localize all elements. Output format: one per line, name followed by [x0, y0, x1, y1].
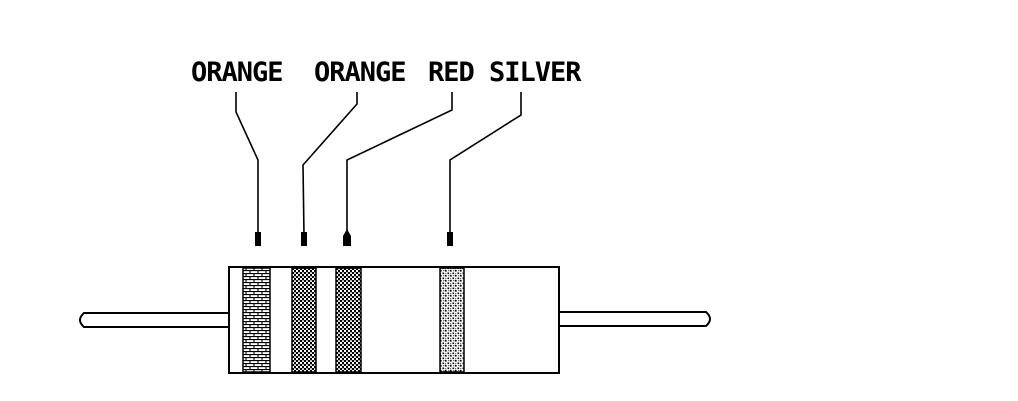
- band-4-arrow: [447, 232, 453, 246]
- band-1: [242, 267, 271, 373]
- left-lead-wire: [79, 312, 229, 328]
- band-4-label: SILVER: [489, 57, 582, 88]
- band-2-arrow: [301, 232, 307, 246]
- band-3-leader: [346, 92, 453, 236]
- band-4: [439, 267, 465, 373]
- right-lead-wire: [559, 311, 711, 327]
- band-3: [335, 267, 362, 373]
- band-3-label: RED: [428, 57, 475, 88]
- resistor-body: [228, 266, 560, 374]
- band-1-arrow: [255, 232, 261, 246]
- leader-lines: [235, 92, 522, 246]
- band-2-label: ORANGE: [314, 57, 406, 88]
- band-4-leader: [449, 92, 522, 236]
- band-2-leader: [302, 92, 358, 237]
- band-2: [291, 267, 317, 373]
- band-3-arrow: [343, 229, 351, 246]
- band-1-label: ORANGE: [191, 57, 283, 88]
- band-1-leader: [235, 92, 259, 236]
